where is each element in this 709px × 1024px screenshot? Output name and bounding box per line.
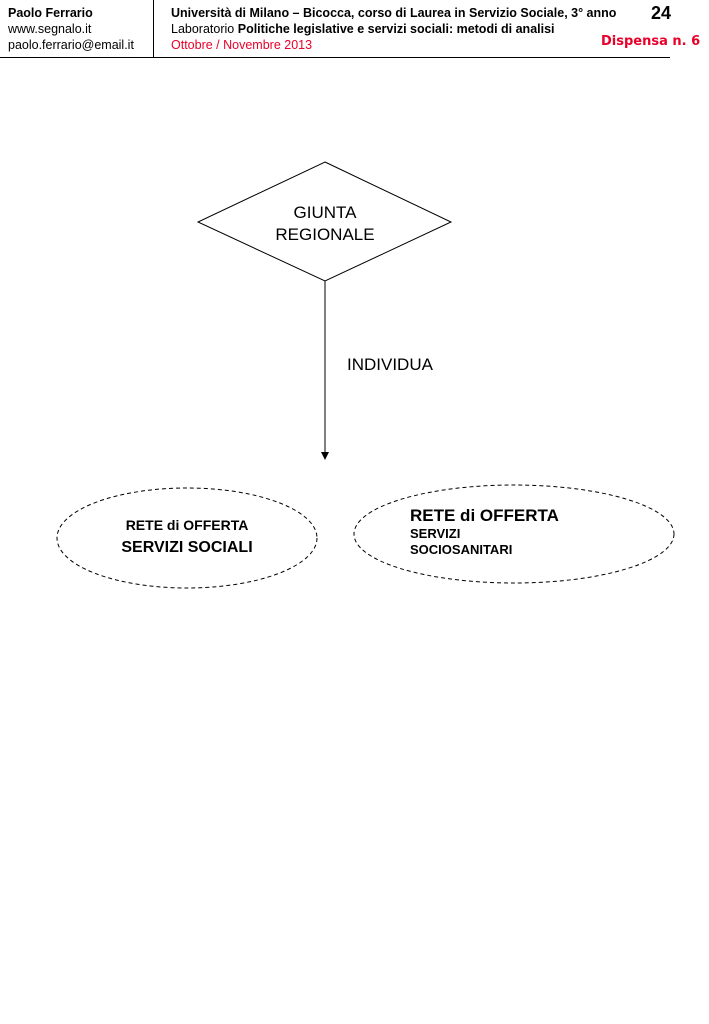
lab-line: Laboratorio Politiche legislative e serv…: [171, 22, 555, 36]
right-ellipse: [353, 484, 675, 584]
page-number: 24: [651, 3, 672, 23]
giunta-label: GIUNTA REGIONALE: [225, 202, 425, 246]
left-line1: RETE di OFFERTA: [125, 517, 249, 533]
author: Paolo Ferrario: [8, 6, 93, 20]
dispensa-label: Dispensa n. 6: [601, 34, 701, 49]
left-line2: SERVIZI SOCIALI: [121, 539, 253, 556]
left-ellipse: [56, 487, 318, 589]
left-ellipse-text: RETE di OFFERTA SERVIZI SOCIALI: [87, 517, 287, 557]
arrow-head: [321, 452, 329, 460]
header-rule: [0, 57, 670, 58]
right-line1: RETE di OFFERTA: [410, 506, 559, 525]
website: www.segnalo.it: [8, 22, 92, 36]
header-divider: [153, 0, 154, 57]
giunta-line1: GIUNTA: [293, 203, 357, 222]
right-ellipse-text: RETE di OFFERTA SERVIZI SOCIOSANITARI: [410, 506, 559, 558]
email: paolo.ferrario@email.it: [8, 38, 134, 52]
course-line: Università di Milano – Bicocca, corso di…: [171, 6, 617, 20]
giunta-line2: REGIONALE: [275, 225, 375, 244]
right-line3: SOCIOSANITARI: [410, 542, 513, 557]
right-line2: SERVIZI: [410, 526, 461, 541]
period: Ottobre / Novembre 2013: [171, 38, 313, 52]
arrow-label: INDIVIDUA: [347, 355, 433, 374]
